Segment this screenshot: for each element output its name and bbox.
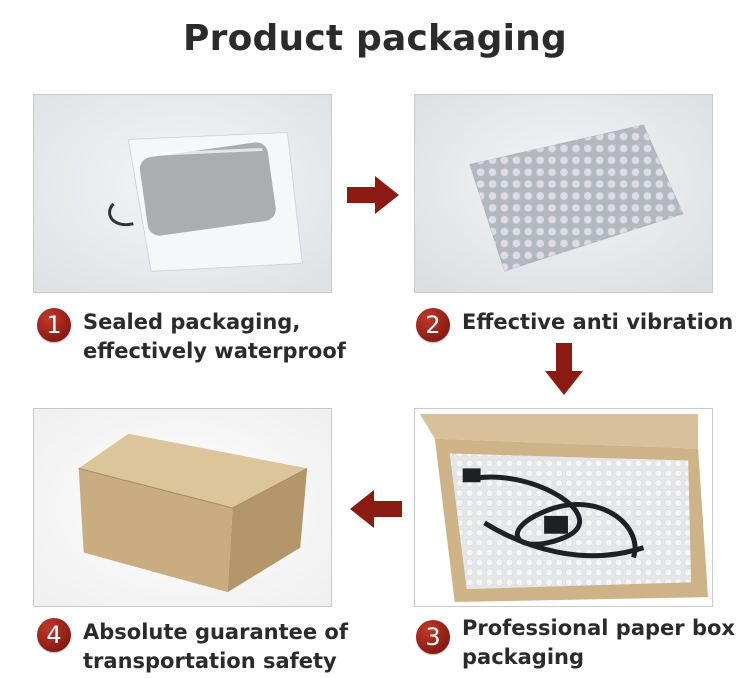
step-description: Effective anti vibration (462, 308, 733, 337)
step-number-badge: 4 (37, 618, 71, 652)
step-line: Professional paper box (462, 616, 735, 640)
open-paper-box-photo (414, 408, 713, 607)
step-description: Sealed packaging, effectively waterproof (83, 308, 346, 366)
step-4: 4 Absolute guarantee of transportation s… (37, 618, 348, 676)
step-line: Effective anti vibration (462, 310, 734, 334)
bubble-wrap-photo (414, 94, 713, 293)
step-line: Sealed packaging, (83, 310, 301, 334)
step-description: Absolute guarantee of transportation saf… (83, 618, 348, 676)
closed-paper-box-photo (33, 408, 332, 607)
step-3: 3 Professional paper box packaging (416, 614, 735, 672)
arrow-down-icon (545, 343, 583, 395)
arrow-right-icon (347, 176, 399, 214)
step-line: packaging (462, 645, 585, 669)
step-number-badge: 3 (416, 620, 450, 654)
page-title: Product packaging (183, 18, 567, 59)
step-number-badge: 1 (37, 308, 71, 342)
arrow-left-icon (350, 490, 402, 528)
step-number-badge: 2 (416, 308, 450, 342)
step-line: Absolute guarantee of (83, 620, 348, 644)
step-1: 1 Sealed packaging, effectively waterpro… (37, 308, 346, 366)
step-line: transportation safety (83, 649, 337, 673)
sealed-bag-photo (33, 94, 332, 293)
step-description: Professional paper box packaging (462, 614, 735, 672)
step-line: effectively waterproof (83, 339, 346, 363)
step-2: 2 Effective anti vibration (416, 308, 733, 342)
